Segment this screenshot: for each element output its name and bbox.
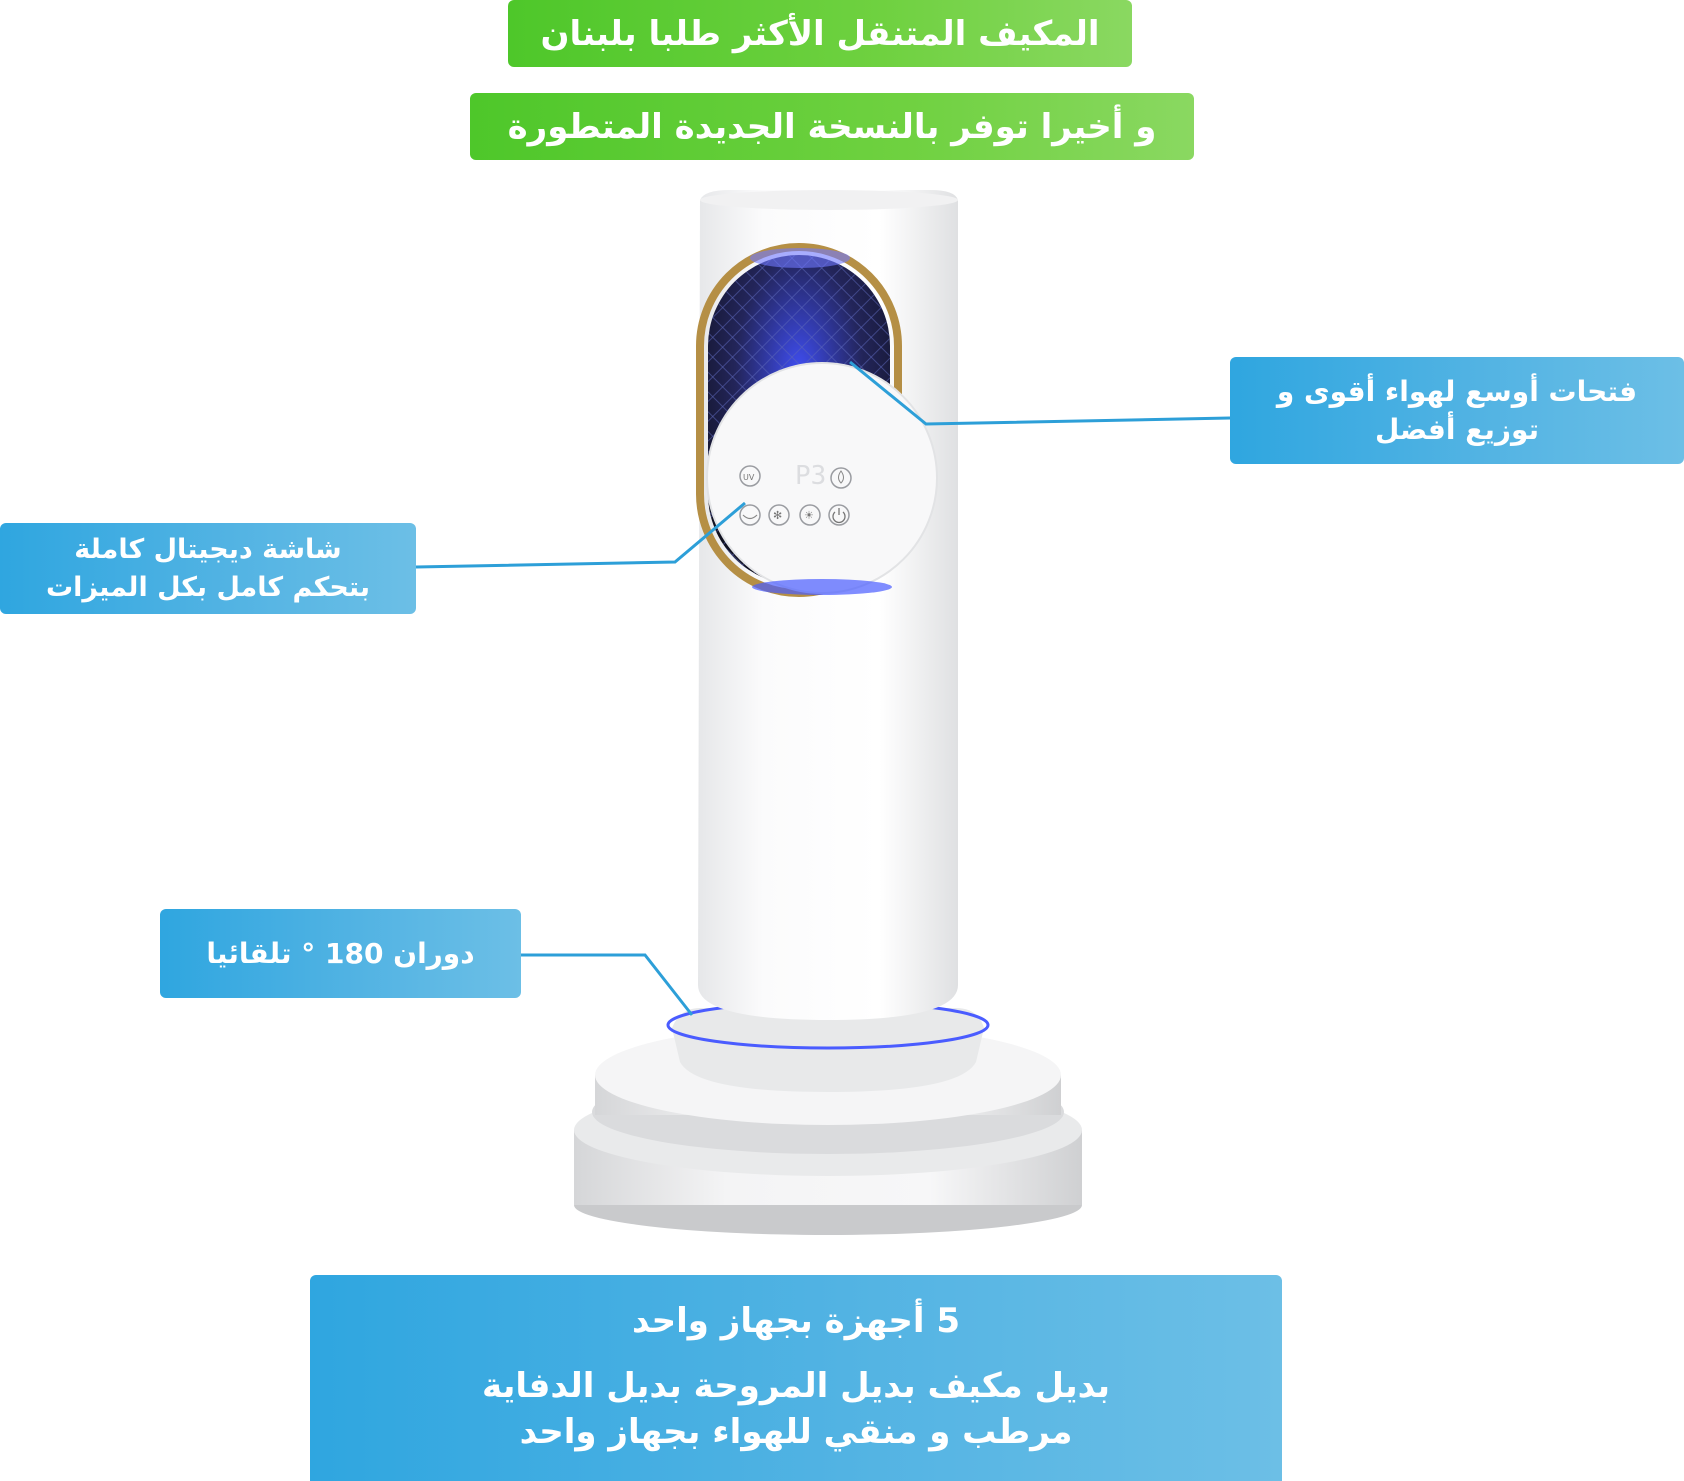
display-callout-line1: شاشة ديجيتال كاملة xyxy=(74,533,342,565)
features-summary-box: 5 أجهزة بجهاز واحد بديل مكيف بديل المروح… xyxy=(310,1275,1282,1481)
leader-lines xyxy=(415,360,1231,1016)
rotation-callout-text: دوران 180 ° تلقائيا xyxy=(206,937,475,970)
features-line-1: بديل مكيف بديل المروحة بديل الدفاية xyxy=(481,1366,1111,1406)
subheadline-text: و أخيرا توفر بالنسخة الجديدة المتطورة xyxy=(507,106,1157,147)
rotation-callout: دوران 180 ° تلقائيا xyxy=(160,909,521,998)
vents-callout-line2: توزيع أفضل xyxy=(1374,412,1540,446)
display-leader-line xyxy=(415,501,746,569)
base-pedestal xyxy=(574,1000,1082,1235)
display-readout: P3 xyxy=(795,461,826,491)
subheadline-banner: و أخيرا توفر بالنسخة الجديدة المتطورة xyxy=(470,93,1194,160)
vents-callout: فتحات أوسع لهواء أقوى و توزيع أفضل xyxy=(1230,357,1684,464)
warm-icon xyxy=(799,504,821,526)
power-icon xyxy=(828,504,850,526)
rotation-leader-line xyxy=(521,953,694,1016)
vents-leader-line xyxy=(849,360,1231,426)
svg-text:✻: ✻ xyxy=(773,509,782,522)
headline-text: المكيف المتنقل الأكثر طلبا بلبنان xyxy=(540,13,1100,54)
features-line-2: مرطب و منقي للهواء بجهاز واحد xyxy=(519,1412,1073,1452)
svg-text:UV: UV xyxy=(743,473,755,482)
swing-icon xyxy=(739,504,761,526)
features-heading: 5 أجهزة بجهاز واحد xyxy=(632,1301,960,1341)
control-panel: P3 UV ✻ ☀ xyxy=(706,362,938,595)
display-callout-line2: بتحكم كامل بكل الميزات xyxy=(46,571,370,603)
uv-icon xyxy=(739,465,761,487)
display-callout: شاشة ديجيتال كاملة بتحكم كامل بكل الميزا… xyxy=(0,523,416,614)
humidification-icon xyxy=(830,467,852,489)
headline-banner: المكيف المتنقل الأكثر طلبا بلبنان xyxy=(508,0,1132,67)
vents-callout-line1: فتحات أوسع لهواء أقوى و xyxy=(1276,374,1638,408)
svg-text:☀: ☀ xyxy=(804,509,814,522)
cool-icon xyxy=(768,504,790,526)
